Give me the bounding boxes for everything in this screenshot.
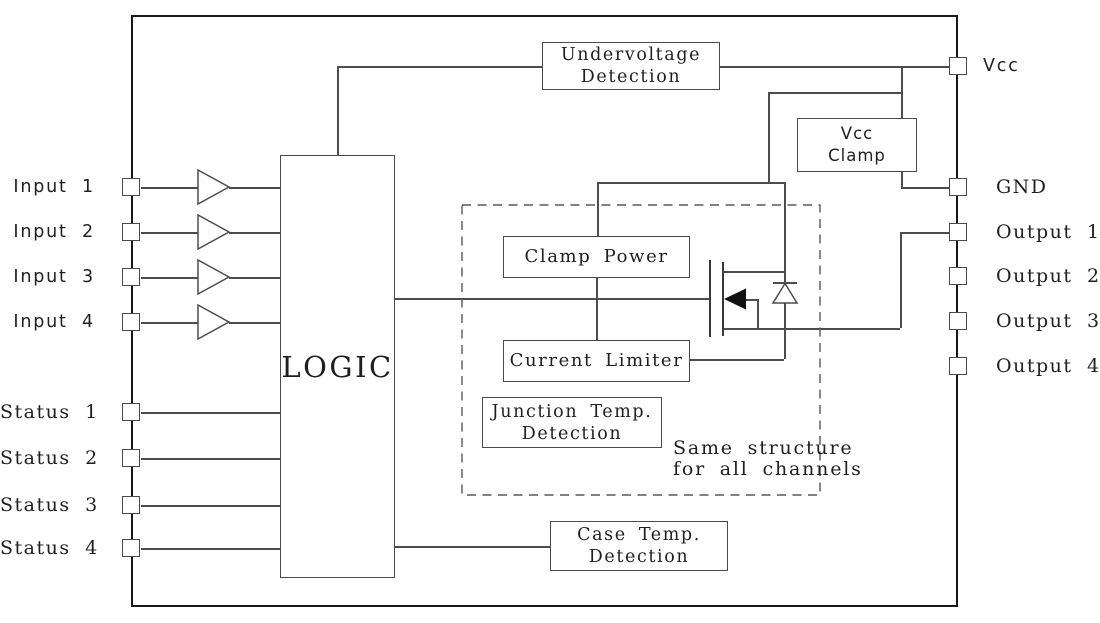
block-case-temp-detection: Case Temp. Detection [550, 521, 728, 571]
wire-source [723, 328, 900, 330]
pin-label-output-1: Output 1 [996, 221, 1100, 243]
channel-note-line: Same structure [673, 437, 854, 459]
wire-supply-bus [597, 182, 784, 184]
wire-input2-pin [141, 232, 198, 234]
ic-boundary-box [131, 15, 958, 607]
wire-logic-casetemp [395, 546, 550, 548]
pin-label-input-3: Input 3 [13, 267, 95, 287]
pin-label-gnd: GND [996, 176, 1048, 198]
wire-logic-gate [395, 298, 709, 300]
wire-undervoltage-logic [337, 66, 542, 68]
block-current-limiter: Current Limiter [503, 340, 690, 382]
pin-label-vcc: Vcc [983, 56, 1020, 76]
mosfet-arrow-icon [724, 288, 746, 310]
wire-undervoltage-vcc [720, 66, 949, 68]
pin-label-status-1: Status 1 [0, 401, 99, 423]
wire-status3-logic [141, 505, 280, 507]
wire-drain [723, 271, 784, 273]
block-label-line: Detection [580, 67, 682, 87]
input1-buffer-icon [197, 168, 231, 206]
input3-buffer-icon [197, 258, 231, 296]
block-label-line: Clamp [828, 146, 886, 165]
wire-status1-logic [141, 412, 280, 414]
wire-vcc-branch [768, 92, 901, 94]
pin-label-status-4: Status 4 [0, 537, 99, 559]
wire-buffer3-logic [229, 277, 280, 279]
wire-clamppower-currentlimiter [596, 277, 598, 340]
block-label-line: Detection [521, 423, 623, 444]
pin-output-4 [949, 357, 967, 375]
pin-label-status-3: Status 3 [0, 494, 99, 516]
pin-input-2 [122, 223, 140, 241]
wire-buffer4-logic [229, 322, 280, 324]
body-diode-icon [771, 282, 799, 304]
pin-label-status-2: Status 2 [0, 447, 99, 469]
channel-note-line: for all channels [673, 457, 863, 480]
logic-label: LOGIC [281, 349, 394, 384]
wire-anode-sense [784, 303, 786, 359]
pin-gnd [949, 178, 967, 196]
pin-label-output-2: Output 2 [996, 265, 1100, 287]
pin-status-3 [122, 496, 140, 514]
block-label-line: Current Limiter [509, 350, 684, 371]
pin-status-2 [122, 449, 140, 467]
wire-status2-logic [141, 458, 280, 460]
block-undervoltage-detection: Undervoltage Detection [542, 42, 720, 90]
wire-buffer2-logic [229, 232, 280, 234]
block-clamp-power: Clamp Power [503, 236, 690, 278]
block-vcc-clamp: Vcc Clamp [797, 118, 917, 172]
block-label-line: Junction Temp. [491, 401, 653, 422]
wire-bus-clamppower [597, 182, 599, 237]
channel-note: Same structure for all channels [673, 438, 863, 479]
wire-vcc-branch-drop [768, 92, 770, 182]
wire-buffer1-logic [229, 187, 280, 189]
pin-output-1 [949, 223, 967, 241]
wire-current-limiter-sense [690, 359, 784, 361]
wire-body-source [757, 299, 759, 328]
wire-output1-pin [900, 232, 949, 234]
pin-label-input-1: Input 1 [13, 177, 95, 197]
pin-output-3 [949, 312, 967, 330]
input4-buffer-icon [197, 303, 231, 341]
pin-input-3 [122, 268, 140, 286]
block-label-line: Undervoltage [560, 45, 702, 65]
pin-input-4 [122, 313, 140, 331]
channel-boundary-dashed-box [461, 204, 821, 496]
mosfet-gate-bar [709, 260, 712, 337]
wire-status4-logic [141, 548, 280, 550]
wire-undervoltage-logic-drop [337, 66, 339, 155]
block-logic: LOGIC [280, 155, 395, 578]
block-label-line: Clamp Power [524, 246, 669, 267]
mosfet-channel-bar [722, 262, 725, 336]
block-label-line: Vcc [840, 124, 874, 143]
wire-source-output1-rise [900, 232, 902, 328]
wire-vcc-clamp-top [901, 66, 903, 118]
block-label-line: Detection [588, 547, 690, 567]
pin-status-4 [122, 539, 140, 557]
pin-label-input-2: Input 2 [13, 222, 95, 242]
wire-input1-pin [141, 187, 198, 189]
wire-input4-pin [141, 322, 198, 324]
wire-input3-pin [141, 277, 198, 279]
pin-label-output-4: Output 4 [996, 355, 1100, 377]
pin-label-input-4: Input 4 [13, 312, 95, 332]
pin-status-1 [122, 403, 140, 421]
block-junction-temp-detection: Junction Temp. Detection [482, 397, 662, 448]
block-label-line: Case Temp. [577, 525, 701, 545]
pin-input-1 [122, 178, 140, 196]
pin-vcc [949, 57, 967, 75]
wire-clamp-gnd [901, 187, 949, 189]
input2-buffer-icon [197, 213, 231, 251]
pin-output-2 [949, 267, 967, 285]
wire-body-tap [746, 299, 757, 301]
wire-vccclamp-gnd-drop [901, 172, 903, 188]
pin-label-output-3: Output 3 [996, 310, 1100, 332]
wire-bus-drain [784, 182, 786, 283]
